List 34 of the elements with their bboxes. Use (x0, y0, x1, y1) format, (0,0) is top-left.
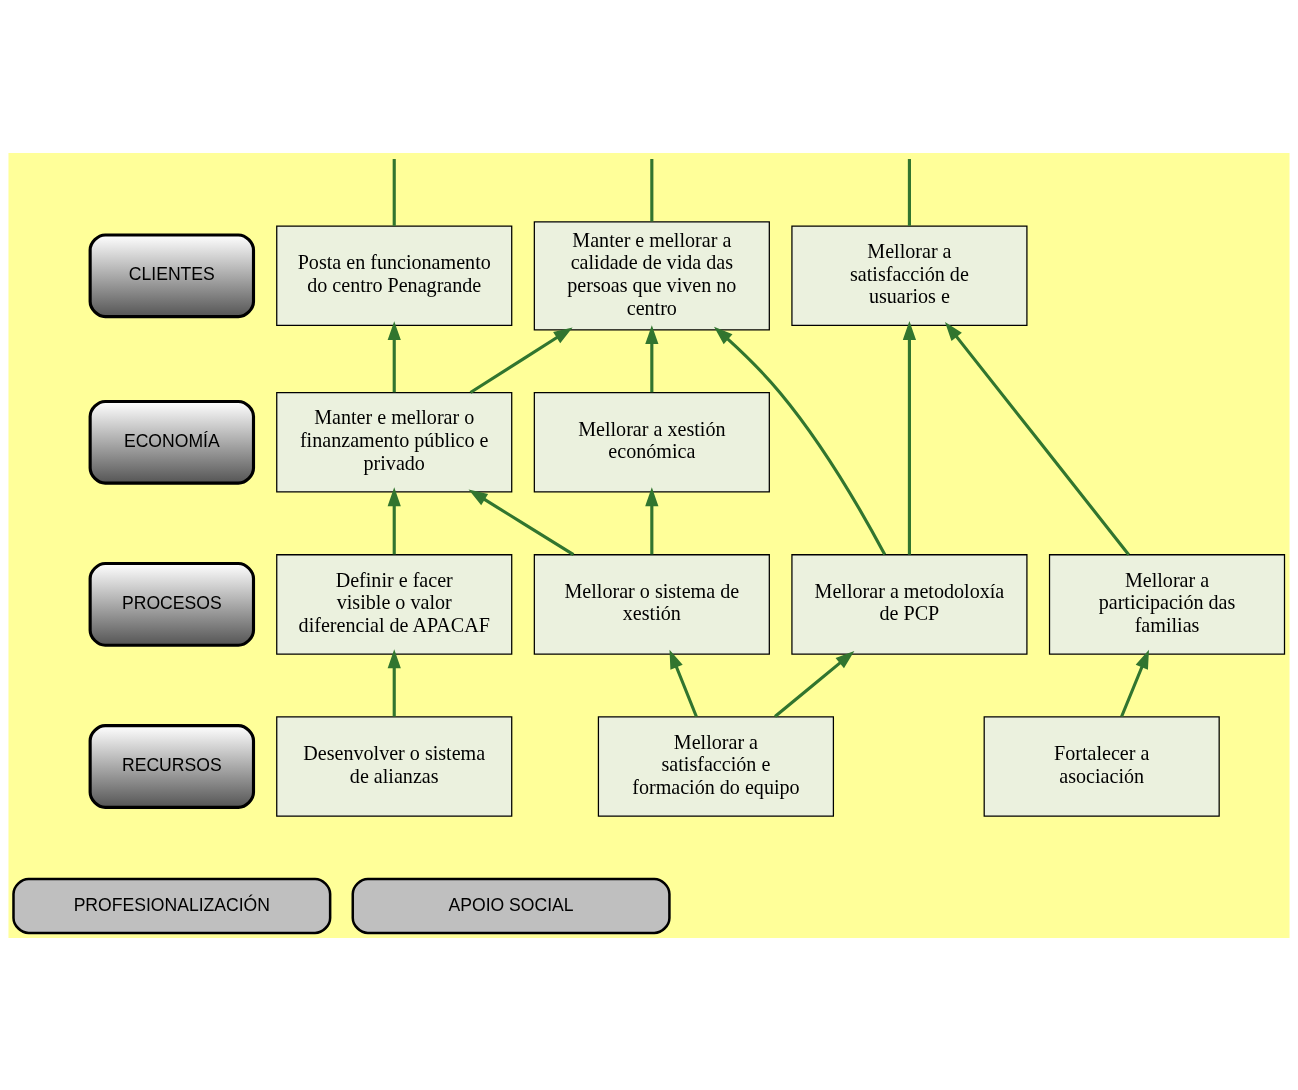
node-box: Mellorar a xestión económica (533, 391, 770, 493)
node-box: Manter e mellorar a calidade de vida das persoas que viven no centro (533, 220, 770, 330)
node-box: Fortalecer a asociación (983, 715, 1220, 817)
node-box: PROCESOS (88, 561, 256, 647)
arrow (468, 489, 575, 556)
connector (392, 158, 396, 226)
node-box: Desenvolver o sistema de alianzas (276, 715, 513, 817)
node-box: Definir e facer visible o valor diferencial de APACAF (276, 553, 513, 655)
arrow (1120, 649, 1149, 717)
node-box: CLIENTES (88, 232, 256, 318)
arrow (944, 321, 1130, 556)
node-box: APOIO SOCIAL (351, 877, 671, 934)
connector (650, 158, 654, 221)
node-box: Posta en funcionamento do centro Penagrande (276, 225, 513, 326)
arrow (902, 320, 917, 555)
arrow (387, 486, 401, 554)
arrow (645, 324, 659, 392)
arrow (774, 650, 855, 718)
connector (907, 158, 911, 226)
node-box: ECONOMÍA (88, 399, 256, 485)
arrow (669, 649, 698, 717)
arrow (387, 648, 401, 716)
arrow (387, 320, 401, 392)
node-box: Manter e mellorar o finanzamento público e privado (276, 391, 513, 493)
node-box: PROFESIONALIZACIÓN (12, 877, 332, 934)
arrow (714, 326, 887, 555)
node-box: Mellorar a participación das familias (1048, 553, 1286, 655)
node-box: RECURSOS (88, 723, 256, 809)
arrow (645, 486, 659, 554)
node-box: Mellorar a satisfacción de usuarios e (791, 225, 1028, 326)
node-box: Mellorar a metodoloxía de PCP (791, 553, 1028, 655)
arrow (469, 327, 573, 394)
node-box: Mellorar a satisfacción e formación do equipo (597, 715, 835, 817)
node-box: Mellorar o sistema de xestión (533, 553, 770, 655)
